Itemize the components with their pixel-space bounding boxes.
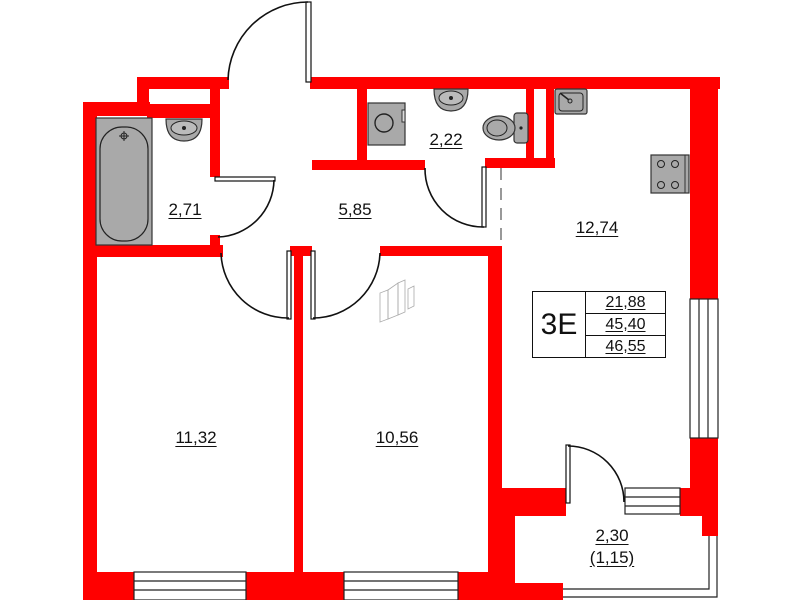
apartment-code: 3E	[533, 292, 586, 357]
kitchen-sink-icon	[554, 88, 588, 115]
bedroom-2-door[interactable]	[310, 250, 381, 320]
doors	[214, 1, 625, 504]
bedroom-1-area-label: 11,32	[175, 428, 217, 447]
toilet-icon	[482, 112, 529, 144]
bathroom-door[interactable]	[214, 176, 276, 238]
walls	[83, 77, 720, 600]
total-area-value: 45,40	[586, 314, 665, 336]
balcony-area-label: 2,30	[595, 526, 629, 545]
bathtub-icon	[95, 117, 153, 246]
toilet-area-label: 2,22	[429, 130, 463, 149]
hallway-area-label: 5,85	[338, 200, 372, 219]
entry-door[interactable]	[227, 1, 312, 83]
toilet-sink-icon	[433, 88, 469, 112]
kitchen-area-label: 12,74	[575, 218, 619, 237]
toilet-door[interactable]	[424, 166, 487, 228]
living-area-value: 21,88	[586, 292, 665, 314]
bathroom-sink-icon	[165, 118, 203, 142]
washing-machine-icon	[367, 102, 406, 146]
wardrobe-icon	[379, 279, 415, 323]
balcony-reduced-area-label: (1,15)	[589, 548, 635, 567]
bathroom-area-label: 2,71	[168, 200, 202, 219]
balcony-door[interactable]	[565, 444, 625, 504]
bedroom-2-area-label: 10,56	[375, 428, 419, 447]
stove-icon	[650, 154, 690, 194]
windows	[133, 298, 719, 600]
total-area-with-balcony-value: 46,55	[605, 337, 646, 355]
bedroom-1-door[interactable]	[220, 250, 292, 320]
apartment-summary-table: 3E 21,88 45,40 46,55	[532, 291, 666, 358]
